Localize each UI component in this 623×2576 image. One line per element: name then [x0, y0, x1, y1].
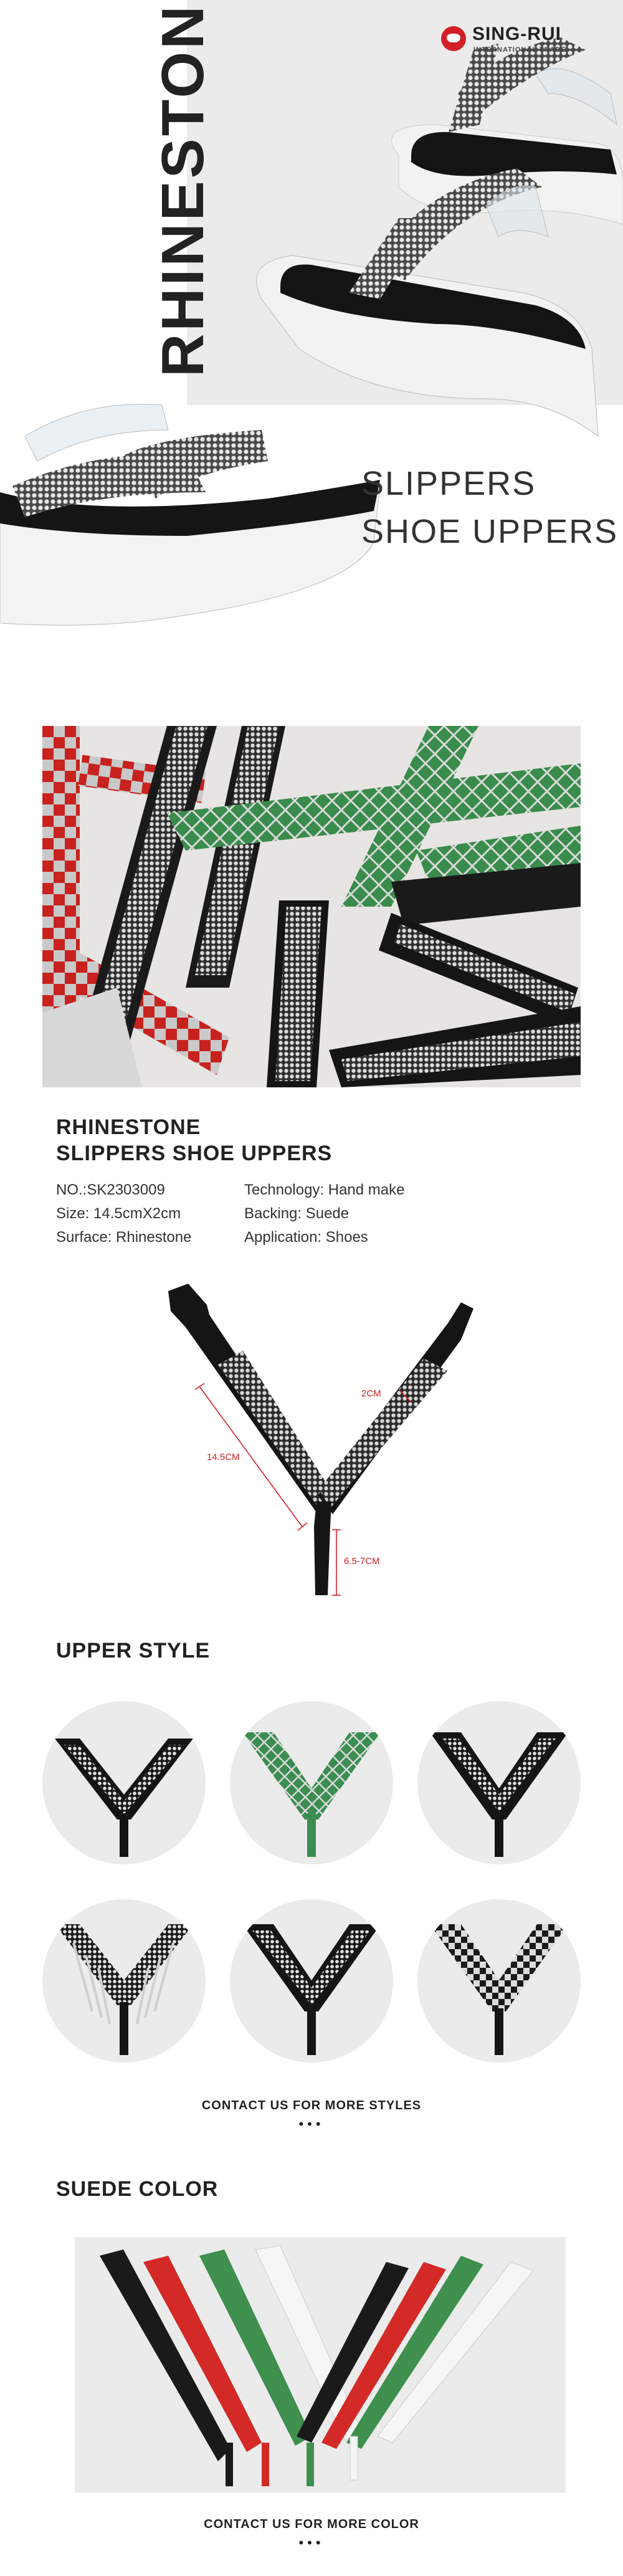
brand-name: SING-RUI	[472, 24, 561, 44]
spec-technology: Technology: Hand make	[244, 1181, 405, 1198]
style-diamond-band[interactable]	[230, 1899, 393, 2063]
spec-number: NO.:SK2303009	[56, 1181, 165, 1198]
dimension-toe-label: 6.5-7CM	[344, 1556, 380, 1567]
upper-style-heading: UPPER STYLE	[56, 1639, 211, 1662]
spec-size: Size: 14.5cmX2cm	[56, 1205, 181, 1222]
dimension-width-label: 2CM	[361, 1388, 381, 1399]
vertical-title-text: RHINESTONE	[150, 0, 216, 377]
styles-dots: •••	[298, 2116, 325, 2132]
contact-more-styles[interactable]: CONTACT US FOR MORE STYLES	[201, 2099, 422, 2112]
vertical-title: RHINESTONE	[74, 0, 216, 386]
hero-subtitle-line1: SLIPPERS	[361, 465, 536, 502]
dimension-diagram: 2CM 14.5CM 6.5-7CM	[150, 1284, 498, 1633]
product-photo	[42, 726, 581, 1087]
product-title-line1: RHINESTONE	[56, 1115, 201, 1139]
suede-color-photo	[75, 2237, 566, 2493]
spec-application: Application: Shoes	[244, 1229, 368, 1246]
logo-mark-icon	[441, 26, 466, 51]
brand-logo: SING-RUI INTERNATIONAL TRADE	[441, 24, 609, 61]
style-silver-stripe[interactable]	[417, 1701, 581, 1864]
style-green-diamond[interactable]	[230, 1701, 393, 1864]
contact-more-color[interactable]: CONTACT US FOR MORE COLOR	[204, 2517, 419, 2531]
style-fringe[interactable]	[42, 1899, 206, 2063]
brand-subtitle: INTERNATIONAL TRADE	[473, 46, 566, 54]
product-title-line2: SLIPPERS SHOE UPPERS	[56, 1142, 333, 1165]
style-zigzag-white[interactable]	[42, 1701, 206, 1864]
hero-subtitle-line2: SHOE UPPERS	[361, 513, 619, 550]
style-checker[interactable]	[417, 1899, 581, 2063]
hero-banner: RHINESTONE SING-RUI INTERNATIONAL TRADE …	[0, 0, 623, 629]
color-dots: •••	[298, 2535, 325, 2550]
spec-backing: Backing: Suede	[244, 1205, 350, 1222]
dimension-length-label: 14.5CM	[207, 1452, 240, 1462]
hero-slipper-illustration	[0, 37, 623, 626]
suede-color-heading: SUEDE COLOR	[56, 2177, 219, 2201]
spec-surface: Surface: Rhinestone	[56, 1229, 192, 1246]
